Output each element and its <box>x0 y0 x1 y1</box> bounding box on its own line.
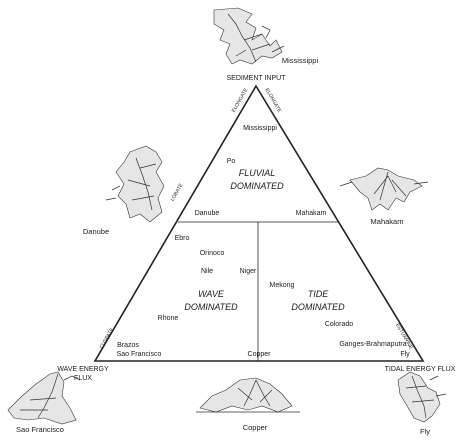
delta-label-sao-francisco: Sao Francisco <box>117 351 162 358</box>
delta-label-niger: Niger <box>240 268 257 275</box>
fly-delta-sketch <box>397 371 447 423</box>
delta-label-danube: Danube <box>195 210 220 217</box>
delta-label-mekong: Mekong <box>270 282 295 289</box>
delta-label-nile: Nile <box>201 268 213 275</box>
corner-label-wave-energy-flux: FLUX <box>74 375 92 382</box>
side-label-lobate: LOBATE <box>170 182 185 202</box>
sao-francisco-delta-sketch <box>7 371 81 425</box>
delta-label-rhone: Rhone <box>158 315 179 322</box>
delta-label-ganges-brahmaputra: Ganges-Brahmaputra <box>339 341 406 348</box>
zone-label-fluvial-dominated: DOMINATED <box>230 181 284 191</box>
delta-label-copper: Copper <box>248 351 272 358</box>
corner-label-sediment-input: SEDIMENT INPUT <box>227 75 287 82</box>
delta-label-ebro: Ebro <box>175 235 190 242</box>
delta-label-po: Po <box>227 158 236 165</box>
corner-label-tidal-energy-flux: TIDAL ENERGY FLUX <box>385 366 456 373</box>
delta-label-colorado: Colorado <box>325 321 354 328</box>
mississippi-delta-sketch <box>213 7 285 65</box>
delta-label-mahakam: Mahakam <box>296 210 327 217</box>
ternary-triangle <box>93 84 425 362</box>
copper-delta-sketch <box>196 377 300 413</box>
zone-label-tide: TIDE <box>308 289 329 299</box>
sketch-caption-mahakam: Mahakam <box>371 217 404 226</box>
zone-label-tide-dominated: DOMINATED <box>291 302 345 312</box>
danube-delta-sketch <box>105 145 165 223</box>
side-label-elongate-right: ELONGATE <box>264 87 283 114</box>
delta-label-orinoco: Orinoco <box>200 250 225 257</box>
delta-label-fly: Fly <box>400 351 410 358</box>
zone-label-wave: WAVE <box>198 289 225 299</box>
corner-label-wave-energy: WAVE ENERGY <box>57 366 109 373</box>
zone-label-fluvial: FLUVIAL <box>239 168 276 178</box>
sketch-caption-fly: Fly <box>420 427 430 436</box>
mahakam-delta-sketch <box>339 167 429 211</box>
side-label-cuspate: CUSPATE <box>99 327 116 350</box>
sketch-caption-mississippi: Mississippi <box>282 56 319 65</box>
zone-label-wave-dominated: DOMINATED <box>184 302 238 312</box>
delta-label-mississippi: Mississippi <box>243 125 277 132</box>
delta-label-brazos: Brazos <box>117 342 139 349</box>
sketch-caption-sao-francisco: Sao Francisco <box>16 425 64 434</box>
sketch-caption-copper: Copper <box>243 423 268 432</box>
sketch-caption-danube: Danube <box>83 227 109 236</box>
